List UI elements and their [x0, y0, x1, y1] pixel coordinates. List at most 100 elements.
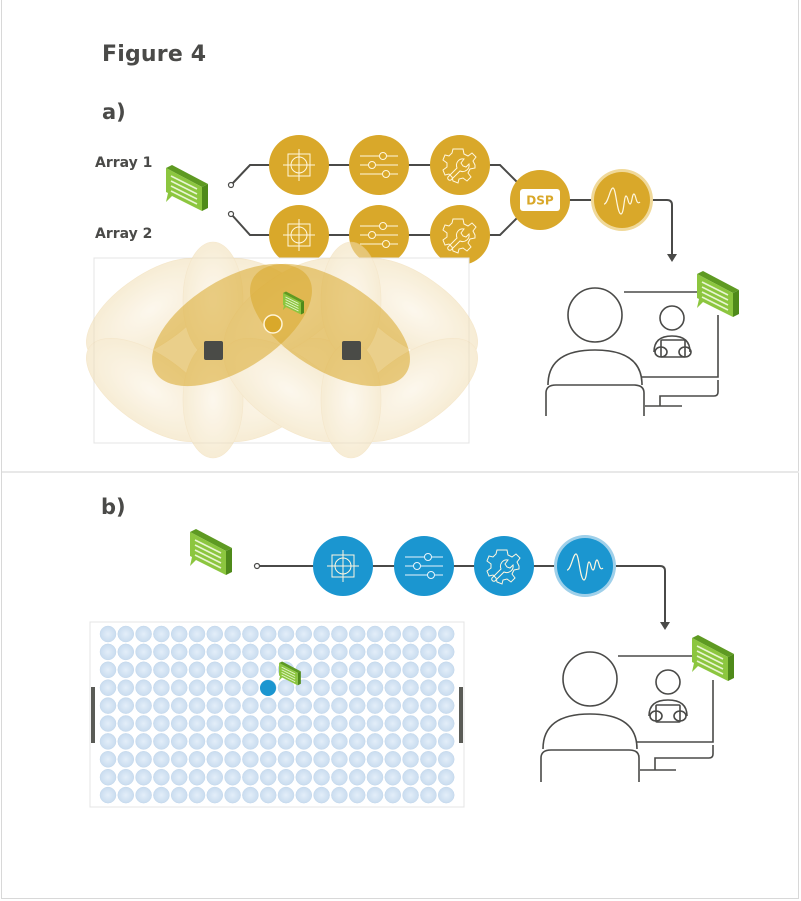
grid-dot — [348, 697, 366, 714]
grid-dot — [99, 715, 117, 732]
grid-dot — [402, 715, 419, 732]
beamforming-node — [313, 536, 373, 596]
grid-dot — [384, 643, 402, 661]
grid-dot — [277, 786, 295, 804]
grid-dot — [384, 679, 402, 696]
grid-dot — [437, 733, 455, 750]
grid-dot — [366, 661, 384, 679]
grid-dot — [366, 697, 384, 714]
grid-dot — [99, 768, 117, 786]
beamforming-icon — [282, 148, 316, 182]
array-2-settings-node — [430, 205, 490, 265]
grid-dot — [277, 715, 295, 732]
grid-dot — [331, 625, 348, 643]
grid-dot — [206, 679, 224, 696]
grid-dot — [259, 625, 277, 643]
grid-dot — [366, 786, 384, 804]
grid-dot — [420, 751, 437, 768]
grid-dot — [331, 751, 348, 768]
grid-dot — [224, 679, 241, 696]
dsp-node: DSP — [510, 170, 570, 230]
array-2-signal-line — [270, 214, 521, 236]
remote-speech-bubble-icon — [691, 634, 735, 682]
grid-dot — [224, 768, 241, 786]
grid-dot — [206, 733, 224, 750]
grid-dot — [117, 768, 135, 786]
grid-dot — [420, 768, 437, 786]
grid-dot — [277, 768, 295, 786]
microphone-bar-left — [91, 687, 95, 743]
grid-dot — [206, 715, 224, 732]
grid-dot — [437, 715, 455, 732]
grid-dot — [313, 715, 330, 732]
grid-dot — [437, 643, 455, 661]
grid-dot — [437, 751, 455, 768]
grid-dot — [170, 715, 188, 732]
grid-dot — [437, 768, 455, 786]
grid-dot — [366, 715, 384, 732]
grid-dot — [224, 751, 241, 768]
grid-dot — [402, 786, 419, 804]
grid-dot — [99, 786, 117, 804]
waveform-output-node — [554, 535, 616, 597]
grid-dot — [366, 751, 384, 768]
grid-dot — [135, 768, 152, 786]
remote-person-head — [659, 305, 685, 331]
grid-dot — [348, 768, 366, 786]
grid-dot — [242, 733, 259, 750]
grid-dot — [99, 679, 117, 696]
grid-dot — [437, 697, 455, 714]
grid-dot — [117, 679, 135, 696]
grid-dot — [437, 625, 455, 643]
grid-dot — [331, 679, 348, 696]
grid-dot — [313, 733, 330, 750]
grid-dot — [224, 786, 241, 804]
grid-dot — [420, 625, 437, 643]
output-line — [652, 199, 673, 255]
listener-body — [545, 384, 645, 416]
grid-dot — [153, 625, 170, 643]
grid-dot — [313, 786, 330, 804]
talker-speech-bubble-icon — [165, 164, 209, 212]
grid-dot — [153, 768, 170, 786]
beam-pattern-plot — [86, 241, 478, 459]
grid-dot — [366, 643, 384, 661]
grid-dot — [259, 697, 277, 714]
grid-dot — [117, 625, 135, 643]
grid-dot — [348, 751, 366, 768]
grid-dot — [331, 643, 348, 661]
grid-dot — [366, 625, 384, 643]
grid-dot — [348, 661, 366, 679]
grid-dot — [348, 643, 366, 661]
array-1-label: Array 1 — [95, 155, 153, 171]
grid-dot — [420, 661, 437, 679]
grid-dot — [277, 733, 295, 750]
grid-dot — [420, 715, 437, 732]
grid-dot — [135, 733, 152, 750]
grid-dot — [331, 733, 348, 750]
grid-dot — [295, 643, 313, 661]
array-1-beamforming-node — [269, 135, 329, 195]
grid-dot — [348, 679, 366, 696]
grid-dot — [366, 768, 384, 786]
microphone-bar-right — [459, 687, 463, 743]
grid-dot — [99, 625, 117, 643]
grid-dot — [295, 715, 313, 732]
grid-dot — [99, 733, 117, 750]
arrow-down-icon — [660, 622, 670, 630]
grid-dot — [99, 643, 117, 661]
grid-dot — [402, 733, 419, 750]
grid-dot — [206, 768, 224, 786]
grid-dot — [206, 697, 224, 714]
grid-dot — [420, 786, 437, 804]
grid-dot — [135, 715, 152, 732]
grid-dot — [295, 786, 313, 804]
grid-dot — [153, 715, 170, 732]
grid-dot — [153, 751, 170, 768]
remote-speech-bubble-icon — [696, 270, 740, 318]
grid-dot — [170, 679, 188, 696]
grid-dot — [135, 643, 152, 661]
dsp-label: DSP — [526, 194, 554, 208]
grid-dot — [384, 768, 402, 786]
